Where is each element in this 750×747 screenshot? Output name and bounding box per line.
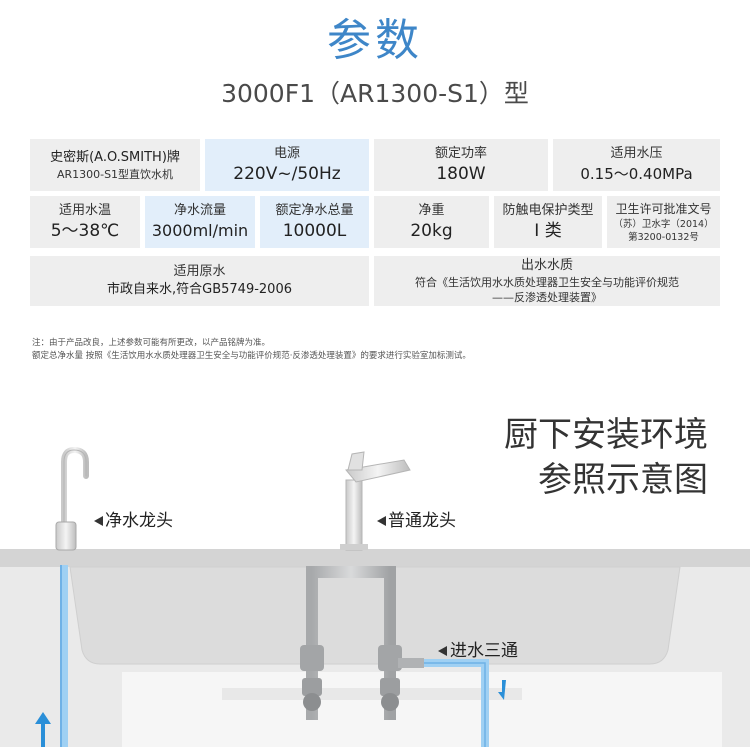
label-normal-faucet: 普通龙头 bbox=[388, 511, 456, 531]
sink-basin bbox=[69, 566, 681, 665]
valve-right bbox=[378, 645, 424, 711]
spec-value: 20kg bbox=[410, 221, 453, 241]
spec-label: 额定净水总量 bbox=[275, 203, 354, 218]
spec-water-pressure: 适用水压 0.15～0.40MPa bbox=[553, 139, 720, 191]
spec-flow: 净水流量 3000ml/min bbox=[145, 196, 255, 248]
cabinet-interior bbox=[122, 672, 722, 747]
spec-water-temp: 适用水温 5～38℃ bbox=[30, 196, 140, 248]
spec-label: 净重 bbox=[418, 203, 445, 218]
spec-value: 180W bbox=[436, 164, 486, 184]
spec-value: 5～38℃ bbox=[50, 221, 120, 241]
spec-label: 适用水压 bbox=[610, 146, 663, 161]
model-name: 3000F1（AR1300-S1）型 bbox=[221, 79, 529, 108]
pointer-icon bbox=[377, 516, 386, 526]
spec-value: 10000L bbox=[282, 221, 347, 241]
spec-total-volume: 额定净水总量 10000L bbox=[260, 196, 369, 248]
spec-power-supply: 电源 220V~/50Hz bbox=[205, 139, 369, 191]
spec-label: 净水流量 bbox=[173, 203, 226, 218]
spec-label: 防触电保护类型 bbox=[502, 203, 594, 218]
shelf-edge bbox=[222, 688, 522, 700]
spec-brand: 史密斯(A.O.SMITH)牌 AR1300-S1型直饮水机 bbox=[30, 139, 200, 191]
spec-label: 适用原水 bbox=[173, 264, 226, 279]
label-tee: 进水三通 bbox=[450, 641, 518, 661]
up-arrow bbox=[35, 712, 51, 747]
spec-value: Ⅰ 类 bbox=[534, 221, 562, 241]
spec-shock-class: 防触电保护类型 Ⅰ 类 bbox=[494, 196, 602, 248]
spec-label: 适用水温 bbox=[58, 203, 111, 218]
spec-value: 3000ml/min bbox=[151, 221, 249, 240]
brand-model: AR1300-S1型直饮水机 bbox=[56, 167, 174, 181]
note-line: 额定总净水量 按照《生活饮用水水质处理器卫生安全与功能评价规范·反渗透处理装置》… bbox=[32, 351, 471, 361]
pointer-icon bbox=[438, 646, 447, 656]
page-title: 参数 bbox=[327, 15, 423, 66]
pure-water-faucet bbox=[55, 446, 89, 551]
brand-name: 史密斯(A.O.SMITH)牌 bbox=[50, 149, 180, 165]
quality-line2: ——反渗透处理装置》 bbox=[492, 291, 602, 304]
down-arrow bbox=[498, 680, 506, 700]
spec-label: 电源 bbox=[273, 146, 300, 161]
install-heading-line1: 厨下安装环境 bbox=[504, 415, 708, 455]
license-line1: （苏）卫水字（2014） bbox=[613, 219, 714, 230]
spec-rated-power: 额定功率 180W bbox=[374, 139, 548, 191]
spec-license: 卫生许可批准文号 （苏）卫水字（2014） 第3200-0132号 bbox=[607, 196, 720, 248]
spec-net-weight: 净重 20kg bbox=[374, 196, 489, 248]
note-line: 注：由于产品改良，上述参数可能有所更改，以产品铭牌为准。 bbox=[32, 338, 271, 348]
quality-line1: 符合《生活饮用水水质处理器卫生安全与功能评价规范 bbox=[415, 276, 679, 289]
spec-label: 出水水质 bbox=[520, 258, 573, 273]
spec-value: 0.15～0.40MPa bbox=[580, 165, 693, 183]
pointer-icon bbox=[94, 516, 103, 526]
spec-value: 220V~/50Hz bbox=[233, 164, 341, 184]
license-line2: 第3200-0132号 bbox=[628, 232, 699, 243]
spec-source-water: 适用原水 市政自来水,符合GB5749-2006 bbox=[30, 256, 369, 306]
spec-label: 额定功率 bbox=[434, 146, 487, 161]
spec-value: 市政自来水,符合GB5749-2006 bbox=[107, 282, 292, 297]
pure-water-pipe bbox=[62, 565, 68, 747]
spec-label: 卫生许可批准文号 bbox=[615, 202, 712, 216]
counter-top bbox=[0, 549, 750, 567]
spec-output-quality: 出水水质 符合《生活饮用水水质处理器卫生安全与功能评价规范 ——反渗透处理装置》 bbox=[374, 256, 720, 306]
normal-faucet bbox=[340, 451, 411, 551]
valve-left bbox=[300, 645, 324, 711]
install-heading-line2: 参照示意图 bbox=[538, 460, 708, 500]
label-pure-faucet: 净水龙头 bbox=[105, 511, 173, 531]
